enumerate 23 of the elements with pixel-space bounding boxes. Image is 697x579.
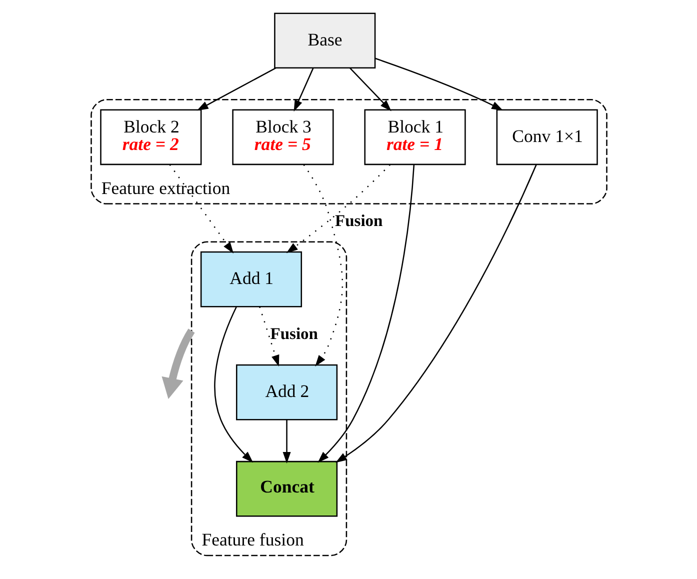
arrow — [293, 68, 314, 112]
arrow — [317, 164, 414, 463]
arrow — [161, 328, 194, 399]
arrow — [214, 306, 253, 463]
arrow — [349, 68, 391, 112]
node-box: Add 2 — [236, 364, 338, 420]
arrow — [196, 67, 276, 111]
arrow — [286, 164, 390, 254]
node-box: Block 1 rate = 1 — [364, 109, 466, 166]
node-box: Base — [274, 12, 376, 69]
node-box: Block 2 rate = 2 — [100, 109, 202, 166]
node-box: Conv 1×1 — [496, 109, 598, 166]
arrow — [335, 164, 536, 463]
node-box: Add 1 — [200, 251, 302, 308]
arrow — [374, 58, 503, 111]
arrow — [168, 164, 234, 254]
edge-label: Fusion — [270, 324, 318, 343]
arrow — [302, 164, 342, 366]
arrow — [258, 306, 279, 367]
edge-label: Fusion — [334, 210, 382, 230]
node-box: Block 3 rate = 5 — [232, 109, 334, 166]
arrow — [282, 420, 290, 464]
node-box: Concat — [236, 460, 338, 517]
